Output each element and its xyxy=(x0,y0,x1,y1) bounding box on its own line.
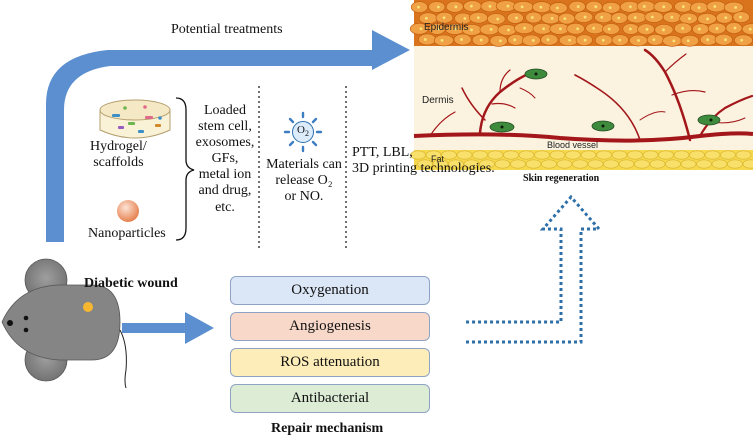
oxygen-symbol: O2 xyxy=(297,124,309,139)
nanoparticles-label: Nanoparticles xyxy=(88,226,166,241)
fat-label: Fat xyxy=(431,154,445,164)
repair-mechanism-caption: Repair mechanism xyxy=(271,421,384,436)
technologies-label: PTT, LBL, 3D printing technologies. xyxy=(352,145,495,177)
blood-vessel-main xyxy=(413,131,753,143)
epidermis-layer xyxy=(409,0,753,47)
curly-brace xyxy=(175,97,195,241)
skin-illustration xyxy=(409,0,753,170)
hydrogel-label: Hydrogel/ scaffolds xyxy=(90,139,147,171)
treatment-arrow xyxy=(46,30,410,242)
treatment-arrow-label: Potential treatments xyxy=(171,22,283,37)
regeneration-arrow xyxy=(466,194,603,344)
mechanism-box: Angiogenesis xyxy=(230,312,430,341)
wound-arrow xyxy=(122,312,214,344)
mechanism-box: ROS attenuation xyxy=(230,348,430,377)
dermis-label: Dermis xyxy=(422,95,454,106)
nanoparticle-icon xyxy=(117,200,139,222)
mouse-icon xyxy=(1,258,127,389)
oxygen-icon xyxy=(283,111,323,153)
dermis-cells xyxy=(489,68,721,133)
epidermis-label: Epidermis xyxy=(424,22,469,33)
wound-marker xyxy=(83,302,93,312)
mechanism-box: Oxygenation xyxy=(230,276,430,305)
hydrogel-dish-icon xyxy=(99,99,171,139)
diabetic-wound-label: Diabetic wound xyxy=(84,276,178,291)
loaded-agents-label: Loaded stem cell, exosomes, GFs, metal i… xyxy=(195,103,255,215)
materials-label: Materials can release O₂ or NO. xyxy=(266,157,342,205)
blood-vessel-label: Blood vessel xyxy=(547,140,599,150)
skin-regeneration-caption: Skin regeneration xyxy=(523,173,600,184)
blood-vessel-branches xyxy=(429,48,753,142)
fat-layer xyxy=(410,150,753,169)
mechanism-box: Antibacterial xyxy=(230,384,430,413)
